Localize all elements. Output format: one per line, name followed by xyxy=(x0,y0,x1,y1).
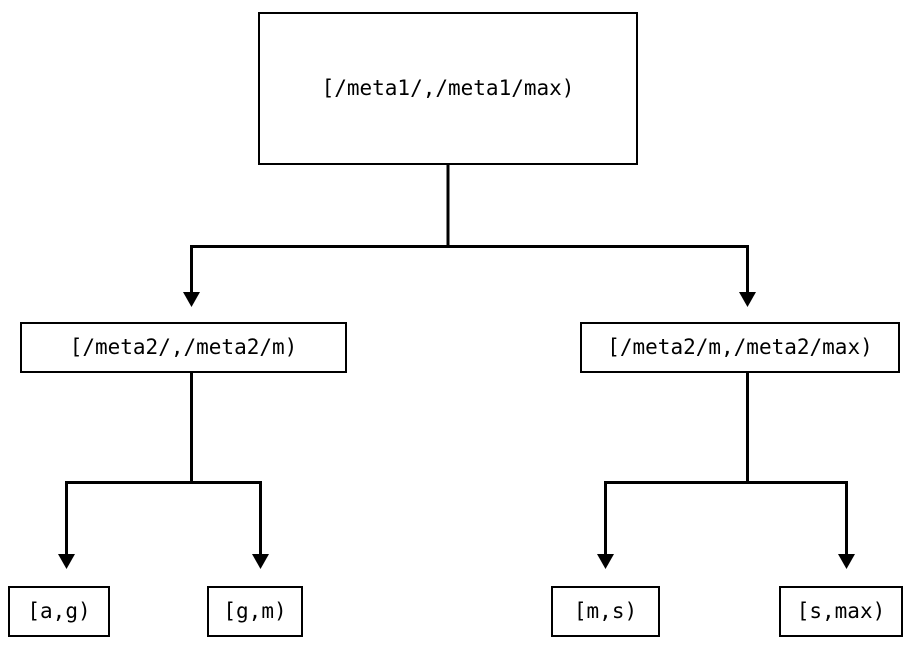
arrowhead-icon xyxy=(838,554,855,569)
node-mid-right[interactable]: [/meta2/m,/meta2/max) xyxy=(580,322,900,373)
node-leaf-2[interactable]: [g,m) xyxy=(207,586,303,637)
edge-root-to-mid-left xyxy=(183,165,450,307)
edge-mid-left-to-leaf-2 xyxy=(191,481,269,569)
node-mid-right-label: [/meta2/m,/meta2/max) xyxy=(607,335,873,359)
arrowhead-icon xyxy=(252,554,269,569)
arrowhead-icon xyxy=(739,292,756,307)
arrowhead-icon xyxy=(58,554,75,569)
edge-mid-left-to-leaf-1 xyxy=(58,373,193,569)
arrowhead-icon xyxy=(183,292,200,307)
arrowhead-icon xyxy=(597,554,614,569)
node-leaf-3-label: [m,s) xyxy=(573,599,638,623)
edge-mid-right-to-leaf-3 xyxy=(597,373,749,569)
node-leaf-1-label: [a,g) xyxy=(27,599,91,623)
edge-mid-right-to-leaf-4 xyxy=(747,481,855,569)
edge-root-to-mid-right xyxy=(448,245,756,307)
node-mid-left[interactable]: [/meta2/,/meta2/m) xyxy=(20,322,347,373)
node-leaf-2-label: [g,m) xyxy=(223,599,287,623)
node-leaf-1[interactable]: [a,g) xyxy=(8,586,110,637)
node-leaf-3[interactable]: [m,s) xyxy=(551,586,660,637)
node-leaf-4[interactable]: [s,max) xyxy=(779,586,903,637)
node-leaf-4-label: [s,max) xyxy=(796,599,886,623)
node-root-label: [/meta1/,/meta1/max) xyxy=(321,76,575,100)
node-mid-left-label: [/meta2/,/meta2/m) xyxy=(69,335,298,359)
node-root[interactable]: [/meta1/,/meta1/max) xyxy=(258,12,638,165)
